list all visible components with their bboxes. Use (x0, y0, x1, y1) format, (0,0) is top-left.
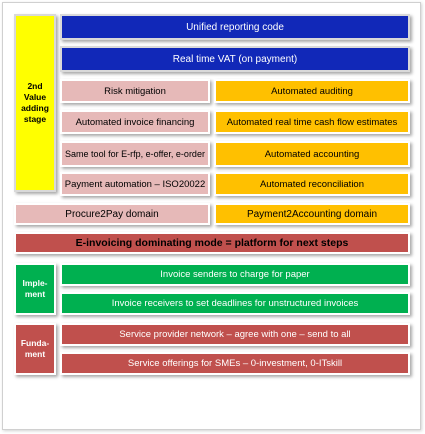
service-provider-network-text: Service provider network – agree with on… (119, 329, 351, 340)
fundament-label: Funda-ment (20, 338, 50, 359)
payment2accounting-domain-box: Payment2Accounting domain (214, 203, 410, 225)
unified-reporting-code-text: Unified reporting code (186, 21, 284, 33)
stage2-sup: 2nd (27, 81, 43, 91)
automated-auditing-text: Automated auditing (271, 85, 353, 97)
payment-automation-box: Payment automation – ISO20022 (60, 172, 210, 196)
payment-automation-text: Payment automation – ISO20022 (64, 178, 206, 190)
automated-reconciliation-text: Automated reconciliation (259, 178, 365, 190)
risk-mitigation-text: Risk mitigation (104, 85, 166, 97)
same-tool-box: Same tool for E-rfp, e-offer, e-order (60, 141, 210, 167)
risk-mitigation-box: Risk mitigation (60, 79, 210, 103)
e-invoicing-dominating-text: E-invoicing dominating mode = platform f… (75, 236, 349, 249)
real-time-vat-text: Real time VAT (on payment) (172, 53, 298, 65)
payment2accounting-domain-text: Payment2Accounting domain (246, 208, 378, 220)
procure2pay-domain-box: Procure2Pay domain (14, 203, 210, 225)
cash-flow-estimates-text: Automated real time cash flow estimates (226, 116, 398, 128)
same-tool-text: Same tool for E-rfp, e-offer, e-order (65, 148, 205, 159)
service-offerings-text: Service offerings for SMEs – 0-investmen… (127, 358, 343, 369)
stage2-label: Value adding stage (21, 92, 49, 124)
automated-accounting-text: Automated accounting (264, 148, 360, 160)
invoice-senders-box: Invoice senders to charge for paper (60, 263, 410, 286)
invoice-financing-box: Automated invoice financing (60, 110, 210, 134)
cash-flow-estimates-box: Automated real time cash flow estimates (214, 110, 410, 134)
service-provider-network-box: Service provider network – agree with on… (60, 323, 410, 346)
invoice-senders-text: Invoice senders to charge for paper (160, 269, 310, 280)
unified-reporting-code-box: Unified reporting code (60, 14, 410, 40)
stage2-label-box: 2nd Value adding stage (14, 14, 56, 192)
procure2pay-domain-text: Procure2Pay domain (65, 208, 159, 220)
automated-reconciliation-box: Automated reconciliation (214, 172, 410, 196)
invoice-receivers-box: Invoice receivers to set deadlines for u… (60, 292, 410, 315)
fundament-label-box: Funda-ment (14, 323, 56, 375)
e-invoicing-dominating-box: E-invoicing dominating mode = platform f… (14, 232, 410, 254)
real-time-vat-box: Real time VAT (on payment) (60, 46, 410, 72)
automated-accounting-box: Automated accounting (214, 141, 410, 167)
automated-auditing-box: Automated auditing (214, 79, 410, 103)
implement-label-box: Imple-ment (14, 263, 56, 315)
invoice-financing-text: Automated invoice financing (75, 116, 195, 128)
service-offerings-box: Service offerings for SMEs – 0-investmen… (60, 352, 410, 375)
invoice-receivers-text: Invoice receivers to set deadlines for u… (111, 298, 359, 309)
implement-label: Imple-ment (22, 278, 48, 299)
